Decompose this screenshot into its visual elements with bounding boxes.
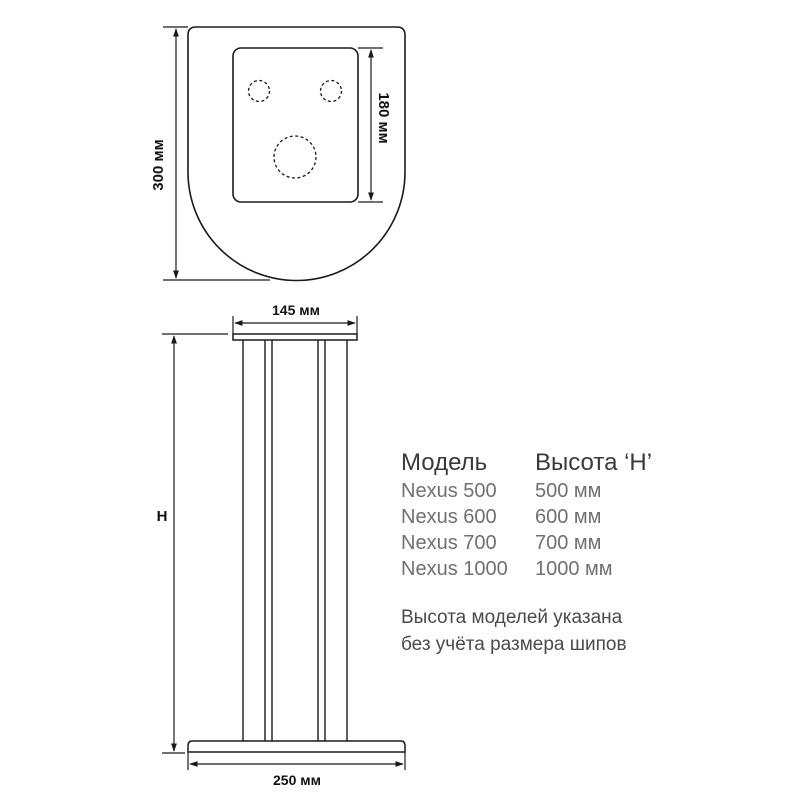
table-row: Nexus 700 700 мм — [401, 530, 652, 556]
base-250-label: 250 мм — [273, 772, 321, 788]
column-hole-center — [273, 135, 317, 179]
top-plate — [232, 333, 358, 341]
model-name: Nexus 600 — [401, 506, 497, 528]
model-name: Nexus 700 — [401, 532, 497, 554]
header-height: Высота ‘H’ — [535, 449, 653, 476]
top-plate-145-label: 145 мм — [272, 302, 320, 318]
side-view: 145 мм H 250 мм — [157, 302, 406, 788]
header-model: Модель — [401, 449, 488, 476]
model-height: 500 мм — [535, 480, 602, 502]
model-spec-table: Модель Высота ‘H’ Nexus 500 500 мм Nexus… — [401, 447, 652, 582]
spike-hole-right — [319, 79, 343, 103]
note-line-1: Высота моделей указана — [401, 607, 623, 628]
base-plate — [187, 740, 406, 753]
outer-plate-outline — [187, 26, 406, 282]
model-height: 600 мм — [535, 506, 602, 528]
inner-plate-outline — [232, 47, 359, 203]
spec-table-header: Модель Высота ‘H’ — [401, 447, 652, 478]
depth-300-label: 300 мм — [150, 139, 167, 190]
spike-hole-left — [247, 79, 271, 103]
note-line-2: без учёта размера шипов — [401, 634, 627, 655]
table-row: Nexus 500 500 мм — [401, 478, 652, 504]
table-row: Nexus 1000 1000 мм — [401, 556, 652, 582]
model-height: 700 мм — [535, 532, 602, 554]
model-name: Nexus 500 — [401, 480, 497, 502]
model-height: 1000 мм — [535, 558, 613, 580]
table-row: Nexus 600 600 мм — [401, 504, 652, 530]
top-view: 300 мм 180 мм — [150, 26, 406, 282]
height-note: Высота моделей указана без учёта размера… — [401, 604, 627, 658]
model-name: Nexus 1000 — [401, 558, 508, 580]
inner-180-label: 180 мм — [375, 92, 392, 143]
height-h-label: H — [157, 508, 168, 525]
